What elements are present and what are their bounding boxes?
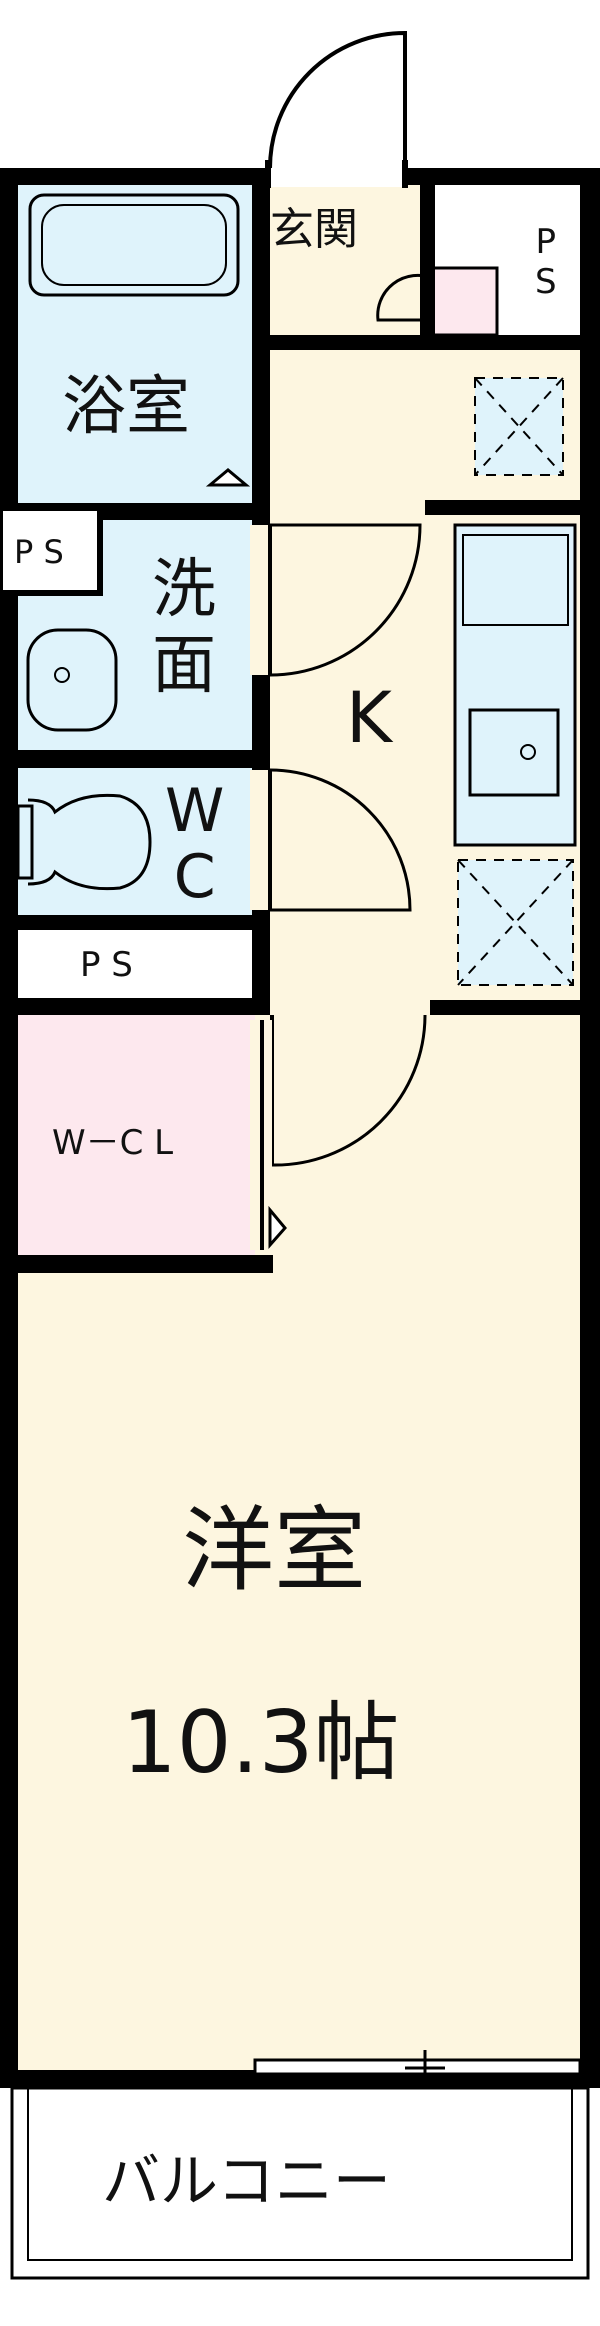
exterior-wall-right	[580, 168, 600, 2088]
balcony-inner	[27, 2087, 573, 2261]
wall-wc-ps	[18, 915, 255, 930]
kitchen-sink	[468, 708, 560, 797]
bath-label: 浴室	[62, 370, 190, 444]
exterior-wall-left	[0, 168, 18, 2088]
western-room-label: 洋室	[182, 1497, 367, 1604]
kitchen-drain	[520, 744, 536, 760]
toilet-tank	[16, 804, 34, 880]
shoe-box	[430, 266, 499, 337]
wall-closet-bottom	[18, 1255, 273, 1273]
entrance-label: 玄関	[270, 204, 358, 255]
wall-entrance-k	[270, 335, 580, 350]
room-door-swing	[271, 1014, 427, 1167]
front-door-swing	[268, 30, 407, 169]
front-door-jamb-left	[265, 160, 271, 188]
ps-top-label-s: S	[535, 262, 557, 302]
bath-step	[205, 468, 251, 487]
room-door-gap	[270, 998, 430, 1018]
ps-mid-floor	[18, 930, 255, 998]
wall-ps-closet	[18, 998, 255, 1015]
appliance-top-diag-1	[474, 377, 564, 476]
bathtub-inner	[41, 204, 227, 286]
wall-k-upper	[425, 500, 580, 515]
wall-wash-wc	[18, 750, 255, 768]
kitchen-hood	[462, 534, 569, 626]
washroom-label: 洗 面	[152, 552, 216, 704]
closet-floor-over	[18, 1015, 255, 1255]
wash-basin-drain	[54, 667, 70, 683]
appliance-top-diag-2	[474, 377, 564, 476]
kitchen-label: K	[346, 677, 392, 759]
washroom-label-2: 面	[152, 629, 216, 703]
toilet-bowl	[27, 793, 152, 891]
front-door-jamb-right	[402, 160, 408, 188]
washroom-label-1: 洗	[152, 553, 216, 627]
kitchen-counter	[453, 523, 577, 847]
wash-basin	[26, 628, 118, 732]
toilet-label: W C	[165, 778, 224, 910]
ps-left-box	[0, 505, 103, 596]
western-room-size: 10.3帖	[122, 1693, 400, 1793]
wash-door-swing	[269, 523, 422, 677]
balcony-label: バルコニー	[102, 2147, 391, 2215]
ps-top-label-p: P	[535, 222, 557, 262]
ps-top-label: P S	[535, 222, 557, 302]
wc-door-swing	[269, 768, 412, 912]
appliance-space-bottom	[457, 859, 574, 986]
toilet-label-c: C	[173, 842, 216, 912]
bathtub	[28, 193, 240, 297]
entrance-step	[376, 273, 433, 322]
closet-label: W－C L	[52, 1123, 174, 1163]
front-door-gap	[268, 166, 408, 187]
closet-step	[268, 1205, 287, 1249]
toilet-label-w: W	[165, 776, 225, 846]
entrance-floor	[270, 185, 420, 350]
ps-left-label: P S	[14, 533, 64, 571]
ps-mid-label: P S	[80, 945, 133, 985]
wall-entrance-ps	[420, 185, 435, 350]
